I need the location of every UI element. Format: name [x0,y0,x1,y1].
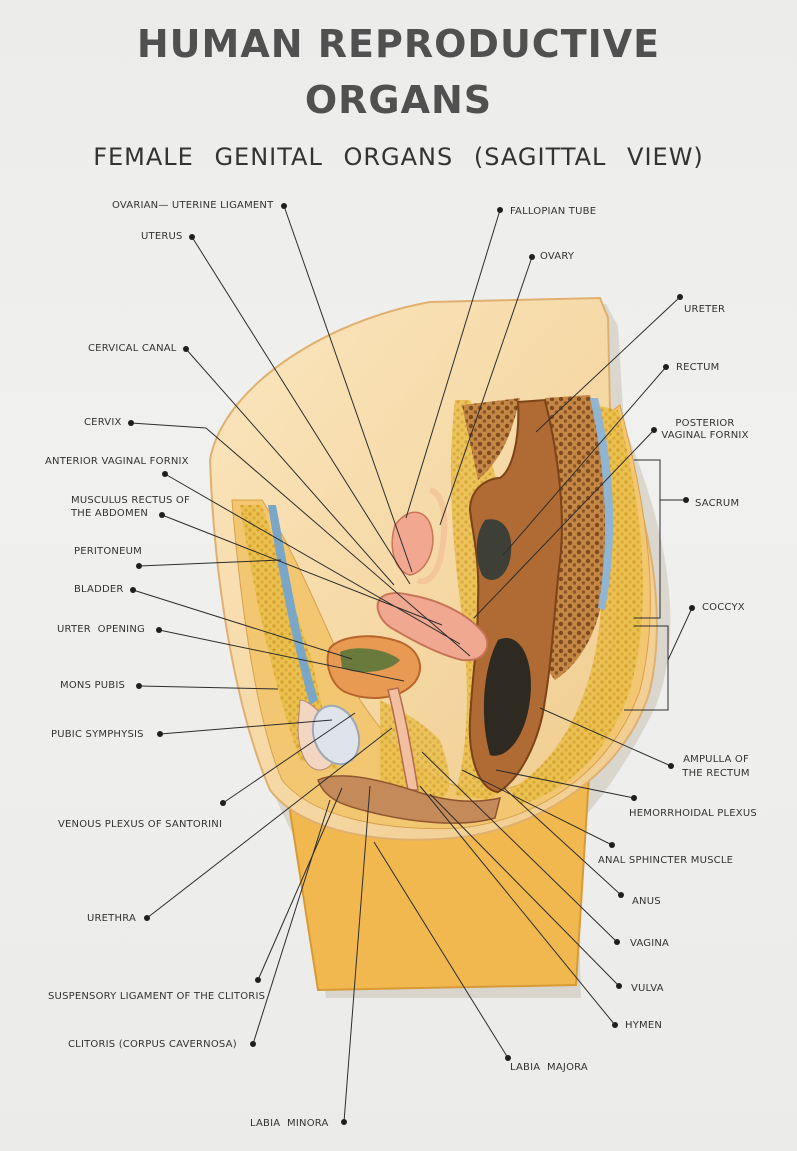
label-pubic-symphysis: PUBIC SYMPHYSIS [51,729,144,740]
poster-subtitle: FEMALE GENITAL ORGANS (SAGITTAL VIEW) [93,143,704,171]
label-coccyx: COCCYX [702,602,745,613]
label-mons-pubis: MONS PUBIS [60,680,126,691]
label-ovary: OVARY [540,251,575,262]
label-uterus: UTERUS [141,231,183,242]
label-ampulla-line1: AMPULLA OF [683,754,749,765]
poster-title-line2: ORGANS [304,78,493,122]
label-peritoneum: PERITONEUM [74,546,142,557]
label-posterior-fornix-line2: VAGINAL FORNIX [661,430,749,441]
label-hymen: HYMEN [625,1020,663,1031]
label-venous-plexus-santorini: VENOUS PLEXUS OF SANTORINI [58,819,223,830]
label-musculus-rectus-line1: MUSCULUS RECTUS OF [71,495,190,506]
label-ureter: URETER [684,304,726,315]
label-ampulla-line2: THE RECTUM [682,768,750,779]
label-bladder: BLADDER [74,584,124,595]
label-suspensory-ligament: SUSPENSORY LIGAMENT OF THE CLITORIS [48,991,266,1002]
label-vulva: VULVA [631,983,664,994]
label-anal-sphincter-muscle: ANAL SPHINCTER MUSCLE [598,855,734,866]
label-fallopian-tube: FALLOPIAN TUBE [510,206,597,217]
label-sacrum: SACRUM [695,498,740,509]
label-dots [128,203,695,1125]
label-anus: ANUS [632,896,661,907]
poster-title-line1: HUMAN REPRODUCTIVE [136,22,661,66]
label-anterior-vaginal-fornix: ANTERIOR VAGINAL FORNIX [45,456,189,467]
label-vagina: VAGINA [630,938,670,949]
label-hemorrhoidal-plexus: HEMORRHOIDAL PLEXUS [629,808,757,819]
label-rectum: RECTUM [676,362,720,373]
label-urter-opening: URTER OPENING [57,624,145,635]
leader-lines [130,205,693,1123]
label-labia-minora: LABIA MINORA [250,1118,329,1129]
model-body [208,296,658,992]
label-cervix: CERVIX [84,417,122,428]
label-labia-majora: LABIA MAJORA [510,1062,588,1073]
label-cervical-canal: CERVICAL CANAL [88,343,177,354]
label-posterior-fornix-line1: POSTERIOR [675,418,735,429]
label-clitoris: CLITORIS (CORPUS CAVERNOSA) [68,1039,237,1050]
label-urethra: URETHRA [87,913,136,924]
label-ovarian-uterine-ligament: OVARIAN— UTERINE LIGAMENT [112,200,274,211]
label-musculus-rectus-line2: THE ABDOMEN [71,508,149,519]
